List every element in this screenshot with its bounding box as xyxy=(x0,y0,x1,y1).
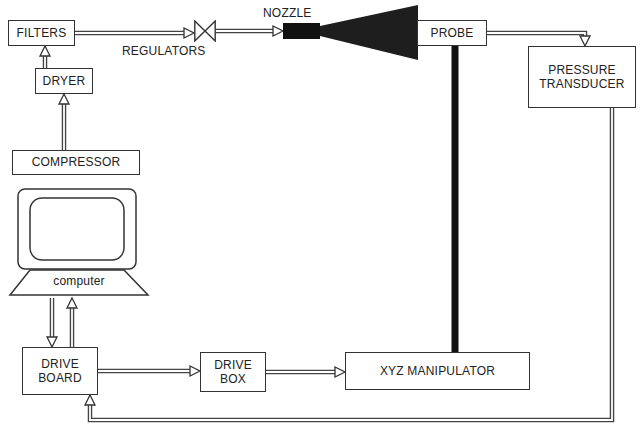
process-box: COMPRESSOR xyxy=(12,150,140,175)
probe-support xyxy=(455,46,456,352)
flow-arrow xyxy=(266,367,345,377)
node-label: DRIVE BOX xyxy=(205,358,261,387)
node-label: NOZZLE xyxy=(263,6,312,20)
process-box: XYZ MANIPULATOR xyxy=(345,352,530,390)
process-box: DRIVE BOX xyxy=(200,352,266,392)
flow-arrow xyxy=(98,366,200,376)
flow-arrow xyxy=(216,26,283,36)
flow-arrow xyxy=(59,94,69,150)
flow-arrow xyxy=(75,28,194,38)
computer-symbol: computer xyxy=(8,188,150,298)
jet-plume xyxy=(320,5,418,60)
process-box: DRIVE BOARD xyxy=(22,347,98,395)
node-label: COMPRESSOR xyxy=(32,155,121,169)
node-label: PRESSURE TRANSDUCER xyxy=(533,63,631,92)
regulator-valve: REGULATORS xyxy=(194,20,216,42)
node-label: DRYER xyxy=(43,74,86,88)
node-label: PROBE xyxy=(430,26,473,40)
node-label: FILTERS xyxy=(17,26,67,40)
node-label: REGULATORS xyxy=(122,44,206,58)
node-label: DRIVE BOARD xyxy=(27,357,93,386)
flow-arrow xyxy=(67,298,77,347)
nozzle-block: NOZZLE xyxy=(283,23,320,39)
process-box: PROBE xyxy=(417,20,487,46)
process-box: DRYER xyxy=(35,68,93,94)
flow-arrow xyxy=(85,108,612,420)
flow-arrow xyxy=(487,33,590,46)
process-box: FILTERS xyxy=(8,20,75,46)
flow-arrow xyxy=(40,46,50,68)
valve-outline xyxy=(194,20,216,42)
node-label: computer xyxy=(8,274,150,288)
flow-arrow xyxy=(47,298,57,347)
process-box: PRESSURE TRANSDUCER xyxy=(528,46,636,108)
node-label: XYZ MANIPULATOR xyxy=(380,364,495,378)
